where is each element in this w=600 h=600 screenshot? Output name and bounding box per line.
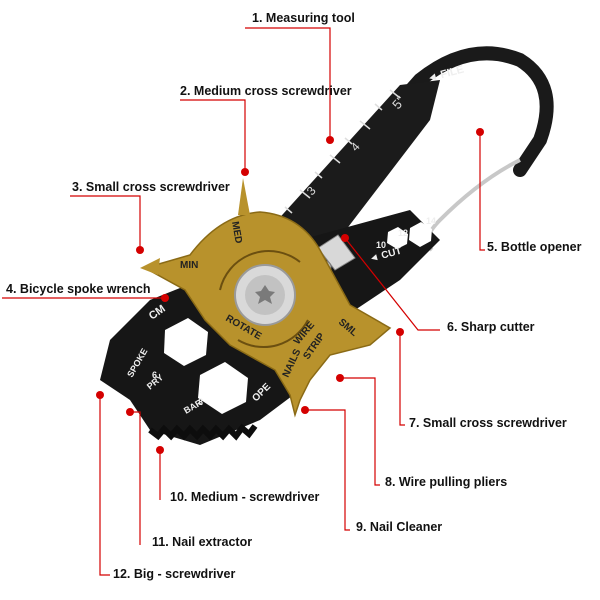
callout-number: 3. <box>72 180 83 194</box>
torx-icon <box>255 285 275 304</box>
leader-12 <box>99 395 110 576</box>
dot-4 <box>161 294 169 302</box>
callout-measuring-tool: 1. Measuring tool <box>252 11 355 25</box>
leader-3 <box>70 195 141 250</box>
hex-size-12: 12 <box>398 228 408 238</box>
callout-label: Small cross screwdriver <box>422 416 567 430</box>
min-marking: MIN <box>180 260 198 271</box>
med-marking: MED <box>229 221 244 245</box>
leader-11 <box>130 411 141 545</box>
hex-6-marking: 6 <box>152 370 157 380</box>
ruler-ticks <box>284 89 401 214</box>
dot-11 <box>126 408 134 416</box>
callout-nail-extractor: 11. Nail extractor <box>152 535 252 549</box>
hex-hole-12 <box>409 222 432 247</box>
hex-size-14: 14 <box>426 216 436 226</box>
callout-number: 5. <box>487 240 498 254</box>
carabiner-wire-gate <box>425 158 521 252</box>
callout-label: Medium - screwdriver <box>190 490 320 504</box>
callout-bottle-opener: 5. Bottle opener <box>487 240 581 254</box>
callout-small-cross-screwdriver-top: 3. Small cross screwdriver <box>72 180 230 194</box>
dot-8 <box>336 374 344 382</box>
hex-hole-10 <box>387 227 408 249</box>
callout-number: 4. <box>6 282 17 296</box>
callout-number: 2. <box>180 84 191 98</box>
callout-medium-screwdriver: 10. Medium - screwdriver <box>170 490 319 504</box>
callout-number: 12. <box>113 567 131 581</box>
dot-6 <box>341 234 349 242</box>
leader-9 <box>305 409 350 531</box>
callout-number: 10. <box>170 490 188 504</box>
leader-dots <box>96 128 484 454</box>
leader-1 <box>245 27 331 140</box>
callout-number: 9. <box>356 520 367 534</box>
saw-teeth <box>148 423 258 441</box>
callout-label: Sharp cutter <box>460 320 535 334</box>
leader-2 <box>180 99 246 172</box>
callout-label: Nail extractor <box>172 535 253 549</box>
callout-big-screwdriver: 12. Big - screwdriver <box>113 567 235 581</box>
rotate-arrow-lower <box>237 319 309 348</box>
small-cross-tip-left <box>140 258 160 275</box>
callout-label: Nail Cleaner <box>369 520 443 534</box>
callout-small-cross-screwdriver-right: 7. Small cross screwdriver <box>409 416 567 430</box>
dot-1 <box>326 136 334 144</box>
callout-label: Measuring tool <box>265 11 355 25</box>
leader-6 <box>344 237 440 331</box>
dot-9 <box>301 406 309 414</box>
callout-label: Bicycle spoke wrench <box>19 282 151 296</box>
callout-number: 1. <box>252 11 263 25</box>
callout-wire-pulling-pliers: 8. Wire pulling pliers <box>385 475 507 489</box>
callout-medium-cross-screwdriver: 2. Medium cross screwdriver <box>180 84 352 98</box>
medium-cross-tip <box>238 178 250 215</box>
rotate-arrow <box>219 250 301 291</box>
callout-label: Wire pulling pliers <box>398 475 508 489</box>
hex-hole-6 <box>164 318 208 366</box>
hex-8-marking: 8 <box>198 397 203 407</box>
dot-2 <box>241 168 249 176</box>
dot-7 <box>396 328 404 336</box>
dot-5 <box>476 128 484 136</box>
callout-bicycle-spoke-wrench: 4. Bicycle spoke wrench <box>6 282 151 296</box>
callout-label: Small cross screwdriver <box>85 180 230 194</box>
callout-number: 8. <box>385 475 396 489</box>
hex-size-10: 10 <box>376 240 386 250</box>
callout-label: Bottle opener <box>500 240 582 254</box>
callout-label: Medium cross screwdriver <box>193 84 352 98</box>
leader-lines <box>2 27 485 576</box>
callout-sharp-cutter: 6. Sharp cutter <box>447 320 535 334</box>
callout-number: 6. <box>447 320 458 334</box>
dot-10 <box>156 446 164 454</box>
hex-hole-8 <box>198 362 248 414</box>
carabiner-hook <box>293 46 554 222</box>
leader-8 <box>340 377 380 486</box>
dot-12 <box>96 391 104 399</box>
callout-number: 11. <box>152 535 169 549</box>
callout-number: 7. <box>409 416 420 430</box>
leader-7 <box>399 332 405 426</box>
dot-3 <box>136 246 144 254</box>
callout-label: Big - screwdriver <box>133 567 236 581</box>
leader-5 <box>479 132 485 251</box>
callout-nail-cleaner: 9. Nail Cleaner <box>356 520 442 534</box>
